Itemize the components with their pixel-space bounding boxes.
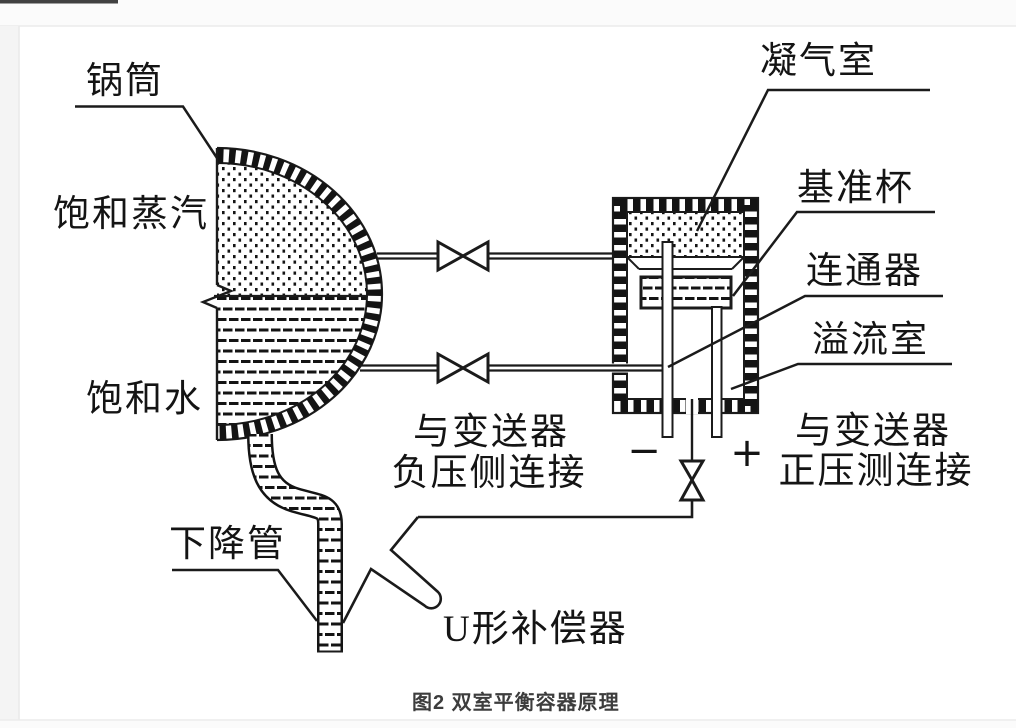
label-transmitter-negative-line1: 与变送器	[413, 411, 569, 453]
leader-reference-cup	[732, 210, 935, 297]
label-connector: 连通器	[806, 251, 923, 292]
pipe-positive-side	[711, 306, 723, 438]
label-transmitter-negative-line2: 负压侧连接	[392, 453, 587, 494]
leader-condensing-chamber	[695, 88, 930, 232]
balance-vessel	[611, 196, 760, 415]
drum-inner-shell-line	[216, 162, 368, 426]
top-margin	[0, 0, 1016, 26]
label-condensing-chamber: 凝气室	[760, 40, 877, 82]
valve-lower-right-triangle	[459, 351, 490, 385]
plus-sign: +	[730, 430, 764, 476]
leader-connector	[667, 294, 943, 369]
boiler-drum	[199, 146, 384, 442]
downcomer-pipe	[247, 433, 343, 653]
figure-caption: 图2 双室平衡容器原理	[412, 690, 620, 714]
label-downcomer: 下降管	[169, 523, 286, 565]
valve-lower-left-triangle	[436, 351, 467, 385]
steam-region	[217, 163, 367, 296]
drain-valve-top-triangle	[678, 459, 706, 483]
valve-upper-left-triangle	[436, 239, 467, 273]
top-left-strip	[0, 0, 118, 4]
reference-cup-shape	[639, 275, 733, 310]
label-overflow-chamber: 溢流室	[812, 319, 929, 361]
water-region	[217, 296, 367, 425]
u-compensator-shape	[341, 516, 443, 624]
label-u-compensator: U形补偿器	[443, 608, 628, 650]
left-margin	[0, 26, 19, 720]
bottom-margin	[0, 720, 1016, 728]
label-transmitter-positive-line1: 与变送器	[795, 410, 951, 452]
label-transmitter-positive-line2: 正压测连接	[779, 451, 974, 492]
minus-sign: −	[627, 428, 661, 474]
valve-lower	[360, 351, 490, 385]
funnel-left-slope	[626, 256, 640, 270]
condensing-chamber-region	[628, 213, 743, 257]
leader-downcomer	[172, 568, 318, 622]
vessel-wall-hatch	[613, 198, 758, 413]
pipe-negative-side	[661, 241, 674, 438]
leader-lines	[75, 88, 952, 622]
downcomer-water-fill	[249, 433, 341, 651]
funnel-right-slope	[731, 256, 745, 270]
label-saturated-steam: 饱和蒸汽	[53, 194, 209, 235]
leader-drum	[75, 105, 219, 159]
label-saturated-water: 饱和水	[86, 379, 203, 420]
leader-overflow-chamber	[730, 362, 952, 391]
lower-line-wall-opening	[488, 363, 665, 373]
label-reference-cup: 基准杯	[797, 168, 914, 209]
valve-upper	[377, 239, 613, 273]
drum-shell-hatch	[216, 148, 382, 440]
label-drum: 锅筒	[86, 60, 164, 102]
valve-upper-right-triangle	[459, 239, 490, 273]
drain-line-lower	[418, 499, 694, 519]
